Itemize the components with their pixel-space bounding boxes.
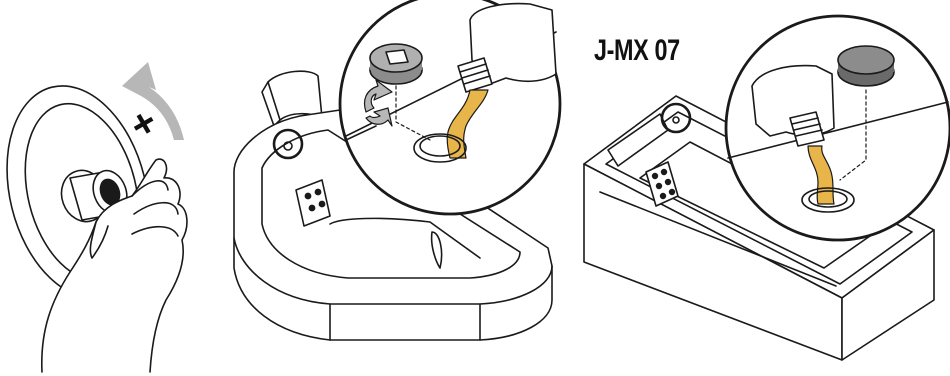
jet-nozzle [666,180,671,185]
jet-nozzle [309,205,314,210]
jet-nozzle [661,194,666,199]
jet-nozzle [319,201,324,206]
jet-nozzle [657,184,662,189]
headrest [268,71,322,120]
jet-nozzle [305,193,310,198]
cap-symbol [386,50,408,64]
jet-nozzle [653,174,658,179]
jet-nozzle [662,170,667,175]
panel-knob-adjust [0,62,187,372]
jet-nozzle [670,190,675,195]
jet-nozzle [315,189,320,194]
cap-top [838,46,894,74]
panel-tub-refill [234,0,560,340]
model-label: J-MX 07 [594,34,680,68]
